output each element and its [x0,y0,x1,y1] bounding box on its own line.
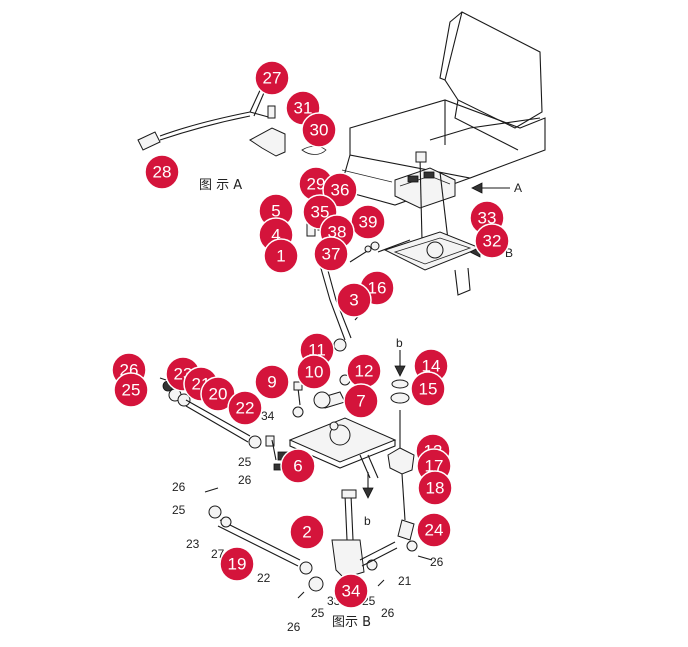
svg-text:37: 37 [322,245,341,264]
callouts: 27 31 30 28 29 36 5 35 39 33 4 38 32 1 3… [111,60,510,609]
plain-label: 26 [381,606,395,620]
callout-badge: 39 [350,204,386,240]
plain-label: 26 [287,620,301,634]
svg-text:14: 14 [422,357,441,376]
view-b-caption: 图示 B [332,615,371,630]
view-a-detail: 图 示 A [137,85,327,193]
svg-text:2: 2 [302,523,311,542]
plain-label: 34 [261,409,275,423]
callout-badge: 3 [336,282,372,318]
callout-badge: 27 [254,60,290,96]
operator-seat [339,11,546,206]
callout-badge: 2 [289,514,325,550]
plain-label: 25 [238,455,252,469]
svg-text:25: 25 [122,381,141,400]
arrow-a-label: A [514,181,522,195]
svg-text:19: 19 [228,555,247,574]
svg-text:32: 32 [483,232,502,251]
svg-text:3: 3 [349,291,358,310]
callout-badge: 37 [313,236,349,272]
svg-text:34: 34 [342,582,361,601]
callout-badge: 12 [346,353,382,389]
svg-text:36: 36 [331,181,350,200]
callout-badge: 20 [200,376,236,412]
plain-label: 26 [172,480,186,494]
upper-control-block [349,151,482,296]
plain-label: 25 [172,503,186,517]
callout-badge: 1 [263,238,299,274]
plain-label: 22 [257,571,271,585]
arrow-b-upper-label: b [396,336,403,350]
svg-text:18: 18 [426,479,445,498]
callout-badge: 9 [254,364,290,400]
plain-label: 25 [311,606,325,620]
svg-text:30: 30 [310,121,329,140]
svg-text:24: 24 [425,521,444,540]
svg-text:29: 29 [307,175,326,194]
arrow-b-right-label: B [505,246,513,260]
callout-badge: 28 [144,154,180,190]
svg-text:22: 22 [236,399,255,418]
view-a-caption: 图 示 A [199,178,242,193]
svg-text:20: 20 [209,385,228,404]
svg-text:33: 33 [478,209,497,228]
svg-text:7: 7 [356,392,365,411]
right-column-assembly: b [387,336,433,561]
svg-text:28: 28 [153,163,172,182]
callout-badge: 7 [343,383,379,419]
svg-text:35: 35 [311,203,330,222]
callout-badge: 19 [219,546,255,582]
svg-text:4: 4 [271,226,280,245]
callout-badge: 30 [301,112,337,148]
callout-badge: 25 [113,372,149,408]
left-rod-upper [159,377,277,461]
svg-text:10: 10 [305,363,324,382]
callout-badge: 6 [280,448,316,484]
plain-label: 21 [398,574,412,588]
plain-label: 23 [186,537,200,551]
svg-text:5: 5 [271,202,280,221]
svg-text:6: 6 [293,457,302,476]
svg-text:27: 27 [263,69,282,88]
callout-badge: 18 [417,470,453,506]
svg-text:31: 31 [294,99,313,118]
callout-badge: 15 [410,371,446,407]
svg-text:15: 15 [419,380,438,399]
arrow-a: A [471,181,522,195]
svg-text:1: 1 [276,247,285,266]
callout-badge: 32 [474,223,510,259]
plain-labels: 34 25 26 26 25 23 27 22 26 21 25 26 26 3… [172,409,444,634]
arrow-b-lower: b [362,472,374,528]
svg-text:12: 12 [355,362,374,381]
plain-label: 26 [238,473,252,487]
svg-text:16: 16 [368,279,387,298]
callout-badge: 34 [333,573,369,609]
lower-assembly: 图示 B [204,487,398,630]
svg-text:39: 39 [359,213,378,232]
callout-badge: 22 [227,390,263,426]
callout-badge: 24 [416,512,452,548]
svg-text:9: 9 [267,373,276,392]
callout-badge: 10 [296,354,332,390]
arrow-b-lower-label: b [364,514,371,528]
plain-label: 26 [430,555,444,569]
